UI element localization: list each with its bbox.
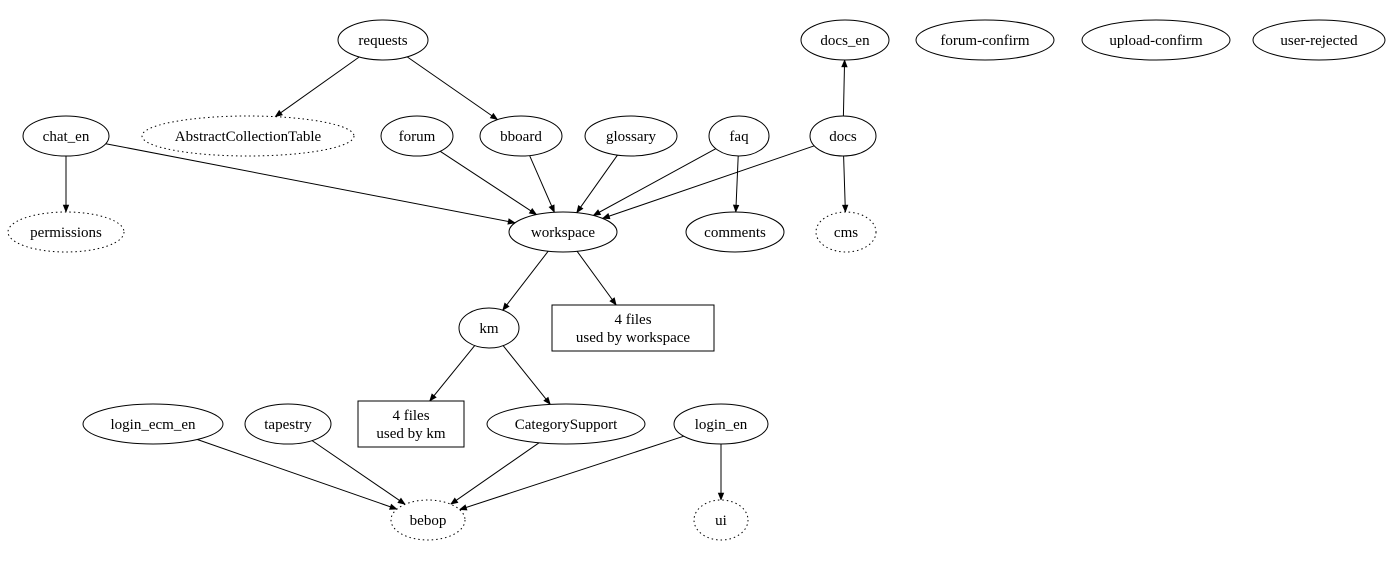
edge-faq-to-workspace: [592, 148, 717, 216]
node-permissions-shape: [7, 211, 125, 253]
edge-requests-to-bboard: [406, 56, 499, 121]
node-forum-label: forum: [399, 129, 436, 145]
edge-workspace-to-km: [502, 250, 549, 311]
node-CategorySupport-label: CategorySupport: [515, 417, 618, 433]
node-requests: requests: [337, 19, 429, 61]
node-km-shape: [458, 307, 520, 349]
node-comments-label: comments: [704, 225, 766, 241]
node-comments-shape: [685, 211, 785, 253]
node-tapestry-label: tapestry: [264, 417, 312, 433]
node-user-rejected: user-rejected: [1252, 19, 1386, 61]
node-faq: faq: [708, 115, 770, 157]
node-login_en: login_en: [673, 403, 769, 445]
node-CategorySupport-shape: [486, 403, 646, 445]
node-login_en-shape: [673, 403, 769, 445]
node-chat_en-shape: [22, 115, 110, 157]
node-requests-label: requests: [358, 33, 407, 49]
node-forum-confirm: forum-confirm: [915, 19, 1055, 61]
node-docs_en: docs_en: [800, 19, 890, 61]
node-login_ecm_en: login_ecm_en: [82, 403, 224, 445]
node-bboard-label: bboard: [500, 129, 542, 145]
edge-CategorySupport-to-bebop: [450, 442, 540, 505]
node-glossary: glossary: [584, 115, 678, 157]
node-tapestry: tapestry: [244, 403, 332, 445]
node-login_en-label: login_en: [695, 417, 748, 433]
edge-docs-to-docs_en: [841, 59, 848, 117]
node-km-label: km: [479, 321, 499, 337]
node-permissions: permissions: [7, 211, 125, 253]
node-chat_en-label: chat_en: [43, 129, 90, 145]
node-bboard: bboard: [479, 115, 563, 157]
nodes-layer: requests docs_en forum-confirm upload-confi…: [7, 19, 1386, 541]
edge-forum-to-workspace: [439, 150, 538, 216]
node-files_km-shape: [357, 400, 465, 448]
node-permissions-label: permissions: [30, 225, 102, 241]
node-tapestry-shape: [244, 403, 332, 445]
node-faq-shape: [708, 115, 770, 157]
node-bebop-label: bebop: [410, 513, 447, 529]
node-AbstractCollectionTable-label: AbstractCollectionTable: [175, 129, 322, 145]
node-upload-confirm-label: upload-confirm: [1109, 33, 1203, 49]
node-km: km: [458, 307, 520, 349]
node-login_ecm_en-label: login_ecm_en: [111, 417, 196, 433]
node-user-rejected-shape: [1252, 19, 1386, 61]
node-AbstractCollectionTable: AbstractCollectionTable: [141, 115, 355, 157]
edge-requests-to-AbstractCollectionTable: [274, 56, 360, 118]
edge-docs-to-workspace: [601, 145, 815, 220]
node-docs_en-label: docs_en: [820, 33, 870, 49]
node-bboard-shape: [479, 115, 563, 157]
node-upload-confirm: upload-confirm: [1081, 19, 1231, 61]
node-docs: docs: [809, 115, 877, 157]
node-cms-shape: [815, 211, 877, 253]
node-glossary-label: glossary: [606, 129, 656, 145]
node-ui-shape: [693, 499, 749, 541]
node-ui: ui: [693, 499, 749, 541]
node-forum-confirm-label: forum-confirm: [940, 33, 1029, 49]
node-docs-shape: [809, 115, 877, 157]
node-cms: cms: [815, 211, 877, 253]
edge-glossary-to-workspace: [576, 154, 618, 214]
node-requests-shape: [337, 19, 429, 61]
edge-login_en-to-bebop: [458, 435, 684, 511]
node-bebop: bebop: [390, 499, 466, 541]
edge-docs-to-cms: [841, 155, 849, 213]
node-forum-confirm-shape: [915, 19, 1055, 61]
node-docs-label: docs: [829, 129, 857, 145]
edge-workspace-to-files_workspace: [576, 251, 617, 306]
edge-km-to-files_km: [429, 345, 476, 402]
node-forum: forum: [380, 115, 454, 157]
edge-km-to-CategorySupport: [502, 345, 551, 406]
node-login_ecm_en-shape: [82, 403, 224, 445]
node-cms-label: cms: [834, 225, 858, 241]
node-CategorySupport: CategorySupport: [486, 403, 646, 445]
node-faq-label: faq: [729, 129, 749, 145]
edge-login_ecm_en-to-bebop: [197, 439, 398, 510]
node-workspace-shape: [508, 211, 618, 253]
edge-bboard-to-workspace: [529, 155, 555, 214]
node-glossary-shape: [584, 115, 678, 157]
node-chat_en: chat_en: [22, 115, 110, 157]
node-workspace: workspace: [508, 211, 618, 253]
node-comments: comments: [685, 211, 785, 253]
edges-layer: [62, 56, 849, 511]
edge-tapestry-to-bebop: [311, 440, 406, 505]
node-ui-label: ui: [715, 513, 727, 529]
node-workspace-label: workspace: [531, 225, 595, 241]
node-AbstractCollectionTable-shape: [141, 115, 355, 157]
node-docs_en-shape: [800, 19, 890, 61]
node-bebop-shape: [390, 499, 466, 541]
node-user-rejected-label: user-rejected: [1280, 33, 1358, 49]
node-files_workspace-shape: [551, 304, 715, 352]
edge-chat_en-to-workspace: [105, 143, 516, 225]
edge-faq-to-comments: [732, 155, 740, 213]
node-upload-confirm-shape: [1081, 19, 1231, 61]
node-forum-shape: [380, 115, 454, 157]
